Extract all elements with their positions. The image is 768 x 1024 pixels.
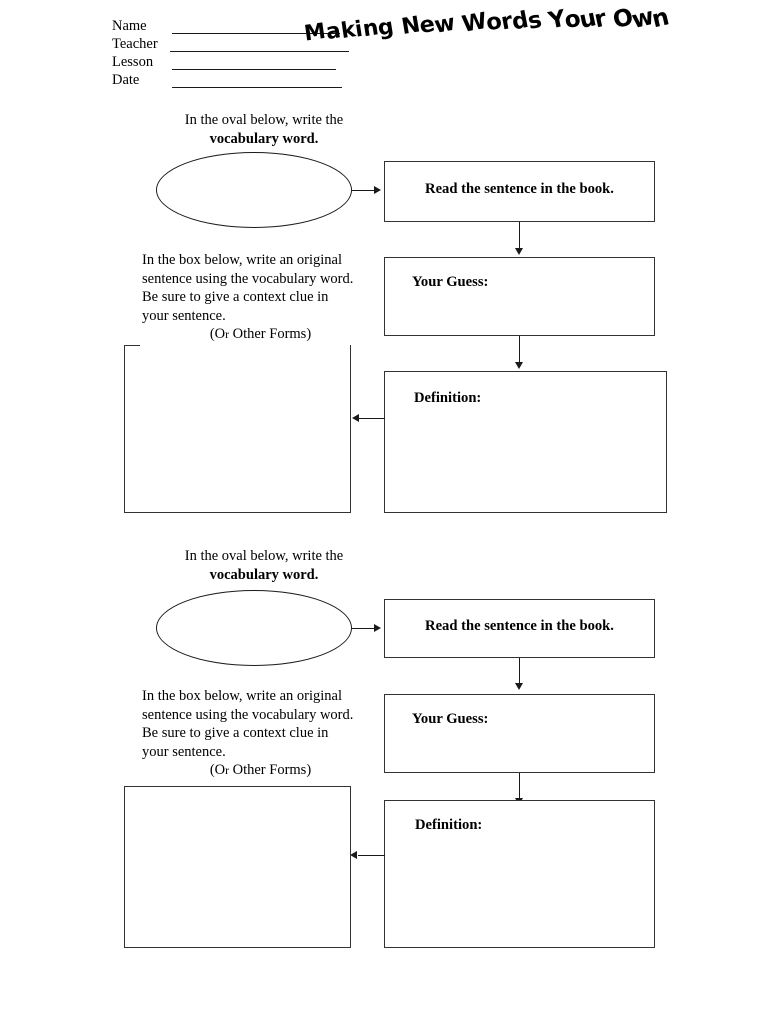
- oval-instruction-2: In the oval below, write the vocabulary …: [184, 548, 344, 583]
- your-guess-box-2[interactable]: Your Guess:: [384, 694, 655, 773]
- read-sentence-box-1[interactable]: Read the sentence in the book.: [384, 161, 655, 222]
- arrow-definition-to-sentence-1: [359, 418, 385, 419]
- read-sentence-label: Read the sentence in the book.: [425, 618, 614, 634]
- header-field-label: Date: [112, 72, 140, 88]
- header-field-label: Teacher: [112, 36, 158, 52]
- arrow-head-down-icon: [515, 683, 523, 690]
- arrow-oval-to-read-2: [352, 628, 376, 629]
- definition-label: Definition:: [415, 817, 483, 833]
- page-title: Making New Words Your Own: [303, 3, 672, 47]
- definition-box-2[interactable]: Definition:: [384, 800, 655, 948]
- your-guess-label: Your Guess:: [412, 274, 489, 290]
- arrow-head-left-icon: [352, 414, 359, 422]
- header-field-label: Lesson: [112, 54, 154, 70]
- read-sentence-label: Read the sentence in the book.: [425, 181, 614, 197]
- sentence-instruction-1: In the box below, write an original sent…: [142, 251, 357, 345]
- arrow-head-right-icon: [374, 186, 381, 194]
- definition-label: Definition:: [414, 390, 482, 406]
- arrow-guess-to-definition-2: [519, 773, 520, 801]
- or-other-forms-note-2: (Or Other Forms): [209, 762, 312, 779]
- arrow-read-to-guess-2: [519, 658, 520, 686]
- header-field-rule[interactable]: [172, 87, 342, 88]
- box-top-border-stub: [123, 345, 140, 346]
- header-field-label: Name: [112, 18, 147, 34]
- arrow-head-left-icon: [350, 851, 357, 859]
- header-field-rule[interactable]: [172, 69, 336, 70]
- arrow-definition-to-sentence-2: [358, 855, 385, 856]
- your-guess-box-1[interactable]: Your Guess:: [384, 257, 655, 336]
- sentence-instruction-2: In the box below, write an original sent…: [142, 687, 357, 781]
- vocabulary-word-oval-1[interactable]: [156, 152, 352, 228]
- arrow-head-down-icon: [515, 248, 523, 255]
- original-sentence-box-1[interactable]: [123, 345, 351, 513]
- header-field-rule[interactable]: [170, 51, 349, 52]
- arrow-read-to-guess-1: [519, 222, 520, 251]
- oval-instruction-1: In the oval below, write the vocabulary …: [184, 112, 344, 147]
- read-sentence-box-2[interactable]: Read the sentence in the book.: [384, 599, 655, 658]
- arrow-head-down-icon: [515, 362, 523, 369]
- vocabulary-word-oval-2[interactable]: [156, 590, 352, 666]
- arrow-guess-to-definition-1: [519, 336, 520, 365]
- arrow-head-right-icon: [374, 624, 381, 632]
- arrow-oval-to-read-1: [352, 190, 376, 191]
- definition-box-1[interactable]: Definition:: [384, 371, 667, 513]
- worksheet-title: Making New Words Your Own: [303, 3, 672, 64]
- or-other-forms-note-1: (Or Other Forms): [209, 326, 312, 343]
- original-sentence-box-2[interactable]: [124, 786, 351, 948]
- header-field-rule[interactable]: [172, 33, 340, 34]
- worksheet-header: Name Teacher Lesson Date Making New Word…: [0, 0, 768, 100]
- your-guess-label: Your Guess:: [412, 711, 489, 727]
